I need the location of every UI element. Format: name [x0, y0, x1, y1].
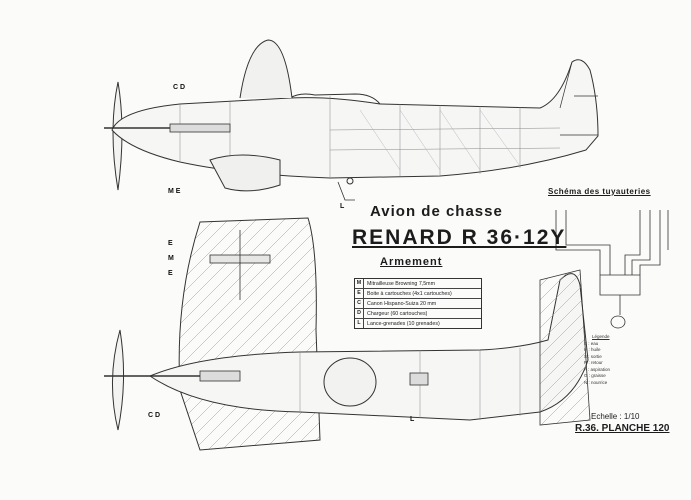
scale-label: Echelle : 1/10	[591, 412, 640, 421]
piping-legend-item: G : graisse	[584, 373, 606, 378]
side-propeller	[112, 81, 123, 191]
callout-cd-plan: C D	[148, 412, 161, 419]
legend-row: C Canon Hispano-Suiza 20 mm	[355, 299, 481, 309]
side-view	[104, 39, 599, 201]
legend-label: Mitrailleuse Browning 7,5mm	[367, 280, 436, 287]
piping-schema-title: Schéma des tuyauteries	[548, 187, 651, 196]
piping-schema	[555, 210, 669, 329]
piping-legend-item: S : sortie	[584, 353, 602, 359]
legend-key: C	[355, 299, 364, 308]
legend-key: M	[355, 279, 364, 288]
legend-label: Canon Hispano-Suiza 20 mm	[367, 300, 437, 307]
legend-row: E Boite à cartouches (4x1 cartouches)	[355, 289, 481, 299]
callout-e-top: E	[168, 240, 173, 247]
callout-m-top: M	[168, 255, 174, 262]
piping-tank	[610, 315, 626, 329]
drawing-title-line2: RENARD R 36·12Y	[352, 226, 567, 249]
legend-label: Lance-grenades (10 grenades)	[367, 320, 440, 327]
callout-l-plan: L	[410, 416, 415, 423]
armament-section-title: Armement	[380, 256, 443, 268]
legend-key: E	[355, 289, 364, 298]
legend-label: Chargeur (60 cartouches)	[367, 310, 428, 317]
piping-legend-header: Légende	[592, 334, 610, 339]
plan-tailplane	[539, 269, 591, 426]
side-wing-section	[239, 39, 293, 99]
callout-cd-side: C D	[173, 84, 186, 91]
plan-propeller	[111, 329, 125, 431]
legend-row: L Lance-grenades (10 grenades)	[355, 319, 481, 328]
side-canopy	[289, 93, 381, 105]
callout-e-bottom: E	[168, 270, 173, 277]
side-radiator	[209, 154, 281, 192]
drawing-title-line1: Avion de chasse	[370, 203, 503, 220]
legend-row: D Chargeur (60 cartouches)	[355, 309, 481, 319]
piping-legend-item: A : aspiration	[584, 366, 611, 372]
side-landing-gear	[337, 181, 355, 201]
piping-legend-item: N : nourrice	[584, 379, 608, 385]
legend-key: D	[355, 309, 364, 318]
plan-view	[104, 217, 591, 451]
armament-legend-table: M Mitrailleuse Browning 7,5mm E Boite à …	[354, 278, 482, 329]
piping-legend: Légende E : eau H : huile S : sortie R :…	[584, 334, 610, 386]
piping-legend-item: E : eau	[584, 340, 599, 346]
piping-legend-item: H : huile	[584, 347, 601, 352]
side-fuselage	[111, 59, 599, 179]
legend-label: Boite à cartouches (4x1 cartouches)	[367, 290, 452, 297]
legend-row: M Mitrailleuse Browning 7,5mm	[355, 279, 481, 289]
callout-me-side: M E	[168, 188, 181, 195]
side-tail-fin	[559, 61, 598, 136]
plan-wing	[178, 217, 321, 451]
plan-canopy	[323, 357, 377, 407]
piping-legend-item: R : retour	[584, 360, 603, 365]
legend-key: L	[355, 319, 364, 328]
plate-number: R.36. PLANCHE 120	[575, 423, 670, 434]
callout-l-side: L	[340, 203, 345, 210]
